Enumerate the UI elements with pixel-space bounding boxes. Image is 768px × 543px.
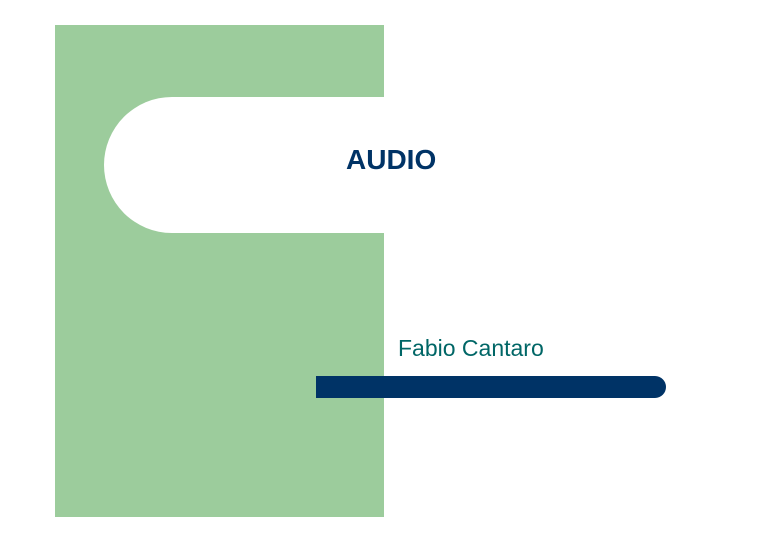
slide-title: AUDIO	[346, 144, 437, 175]
accent-bar	[316, 376, 666, 398]
title-banner	[104, 97, 524, 233]
slide-subtitle: Fabio Cantaro	[398, 335, 544, 361]
